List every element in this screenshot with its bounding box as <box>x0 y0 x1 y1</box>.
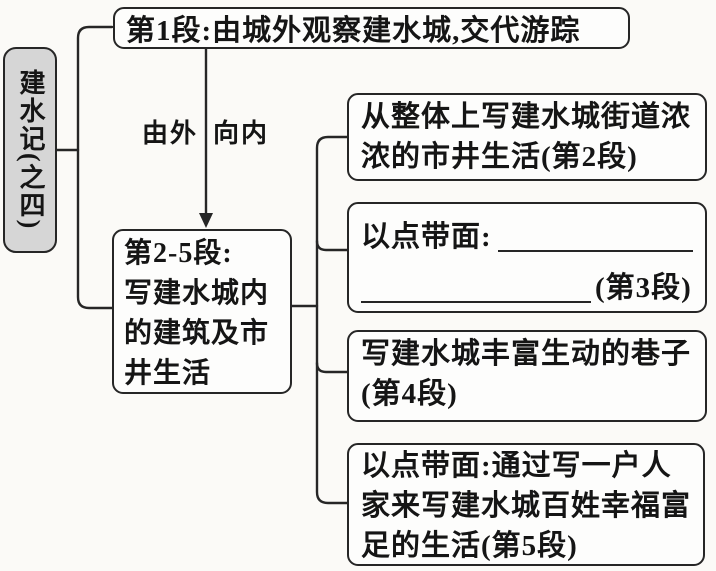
detail-node-paragraph5: 以点带面:通过写一户人 家来写建水城百姓幸福富 足的生活(第5段) <box>347 443 705 566</box>
detail-line: (第4段) <box>361 378 458 410</box>
stage2-5-line: 井生活 <box>124 358 212 389</box>
label-from-outside: 由外 <box>141 119 198 148</box>
detail-line: 浓的市井生活(第2段) <box>361 141 638 173</box>
fill-in-row: 以点带面: <box>361 208 693 259</box>
stage2-5-line: 的建筑及市 <box>124 318 270 349</box>
stage1-label: 第1段:由城外观察建水城,交代游踪 <box>126 15 581 47</box>
fill-in-prefix: 以点带面: <box>361 221 492 253</box>
detail-line: 从整体上写建水城街道浓 <box>361 101 692 133</box>
stage2-5-line: 写建水城内 <box>124 278 270 309</box>
detail-line: 写建水城丰富生动的巷子 <box>361 338 692 370</box>
root-node: 建水记(之四) <box>3 47 57 253</box>
detail-line: 足的生活(第5段) <box>361 530 578 562</box>
fill-in-blank-line <box>497 250 693 252</box>
left-bracket-connector <box>76 25 114 310</box>
detail-line: 以点带面:通过写一户人 <box>361 450 672 482</box>
stub-connector-box3 <box>315 361 349 374</box>
detail-node-paragraph2: 从整体上写建水城街道浓 浓的市井生活(第2段) <box>347 93 707 181</box>
detail-line: 家来写建水城百姓幸福富 <box>361 490 692 522</box>
right-bracket-connector <box>315 135 349 505</box>
down-arrow-head-icon <box>199 213 213 228</box>
fill-in-suffix: (第3段) <box>595 272 692 304</box>
fill-in-blank-line <box>361 301 591 303</box>
stage2-5-node: 第2-5段: 写建水城内 的建筑及市 井生活 <box>112 229 292 394</box>
detail-node-paragraph4: 写建水城丰富生动的巷子 (第4段) <box>347 330 707 422</box>
stub-connector-box2 <box>315 239 349 252</box>
detail-node-paragraph3: 以点带面: (第3段) <box>347 202 707 313</box>
label-to-inside: 向内 <box>213 119 270 148</box>
stage2-5-line: 第2-5段: <box>124 238 233 269</box>
stage1-node: 第1段:由城外观察建水城,交代游踪 <box>113 7 630 49</box>
fill-in-row: (第3段) <box>361 259 693 310</box>
root-label: 建水记(之四) <box>16 69 45 231</box>
